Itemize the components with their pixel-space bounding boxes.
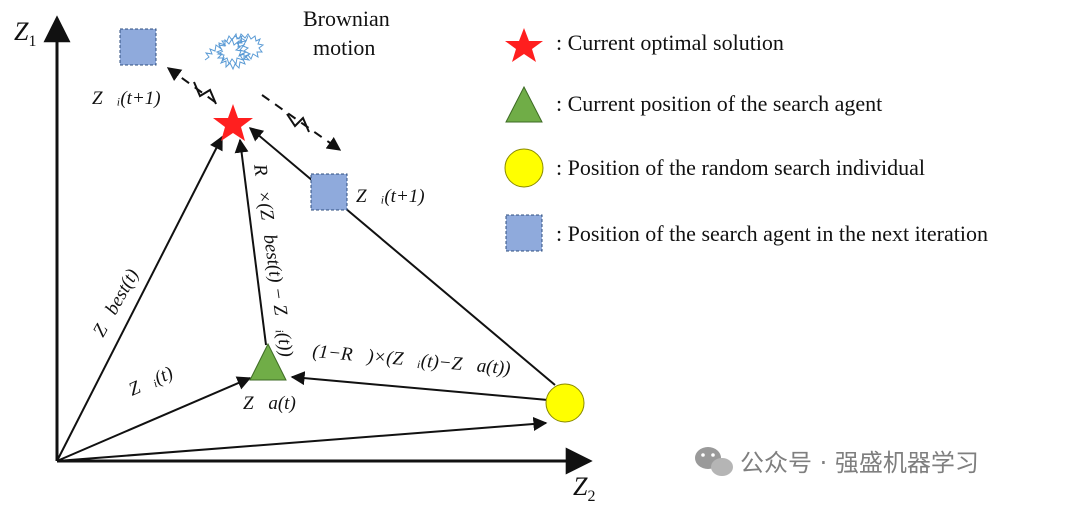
- next-position-square-mid: [310, 173, 348, 211]
- arrow-origin-to-circle: [56, 416, 548, 462]
- legend-triangle-icon: [505, 85, 543, 123]
- legend-text-0: : Current optimal solution: [556, 30, 784, 55]
- dashed-arrow-to-top-square: [166, 67, 216, 103]
- wechat-icon: [695, 447, 733, 476]
- legend-text-2: : Position of the random search individu…: [556, 155, 925, 180]
- arrow-origin-to-triangle: [56, 376, 252, 462]
- label-zi-next-top: Z⃗ᵢ(t+1): [92, 88, 161, 109]
- label-zi-next-mid: Z⃗ᵢ(t+1): [356, 186, 425, 207]
- x-axis-label: Z2: [573, 472, 595, 505]
- optimal-solution-star: [213, 104, 253, 141]
- arrow-circle-to-star: [248, 127, 556, 386]
- label-za: Z⃗a(t): [243, 393, 296, 414]
- legend-circle-icon: [504, 148, 544, 188]
- arrow-origin-to-star: [56, 135, 223, 462]
- legend-square-icon: [505, 214, 543, 252]
- label-one-minus-r-term: (1−R⃗)×(Z⃗ᵢ(t)−Z⃗a(t)): [312, 341, 512, 379]
- dashed-arrow-to-mid-square: [261, 94, 342, 151]
- brownian-label-line1: Brownian: [303, 6, 390, 31]
- random-individual-circle: [545, 383, 585, 423]
- lightning-break-left: [193, 81, 217, 105]
- arrow-triangle-to-star: [234, 138, 267, 346]
- lightning-break-right: [286, 113, 310, 133]
- legend: : Current optimal solution : Current pos…: [504, 28, 988, 252]
- legend-text-3: : Position of the search agent in the ne…: [556, 221, 988, 246]
- watermark-text: 公众号 · 强盛机器学习: [740, 449, 979, 477]
- brownian-label-line2: motion: [313, 35, 375, 60]
- y-axis-label: Z1: [14, 17, 36, 50]
- legend-star-icon: [505, 28, 543, 62]
- search-agent-triangle: [249, 342, 287, 381]
- label-zbest: Z⃗best(t): [89, 266, 143, 341]
- label-zi: Z⃗ᵢ(t): [125, 363, 176, 401]
- legend-text-1: : Current position of the search agent: [556, 91, 882, 116]
- brownian-path-icon: [204, 32, 265, 71]
- next-position-square-top: [119, 28, 157, 66]
- watermark: 公众号 · 强盛机器学习: [695, 447, 979, 477]
- arrow-circle-to-triangle: [290, 371, 549, 401]
